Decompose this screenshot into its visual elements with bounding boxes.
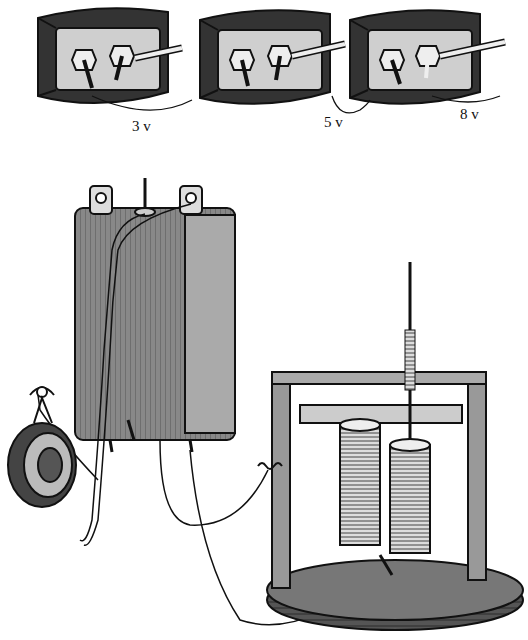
battery-cell: [200, 10, 345, 104]
voltage-label: 5 v: [322, 114, 345, 131]
voltage-label: 3 v: [130, 118, 153, 135]
voltage-label: 8 v: [458, 106, 481, 123]
battery-cell: [350, 10, 505, 104]
voltage-bracket: [92, 96, 500, 113]
battery-cell: [38, 8, 182, 103]
relay: [258, 262, 523, 630]
coil-box: [75, 178, 235, 452]
earphone: [8, 387, 76, 507]
